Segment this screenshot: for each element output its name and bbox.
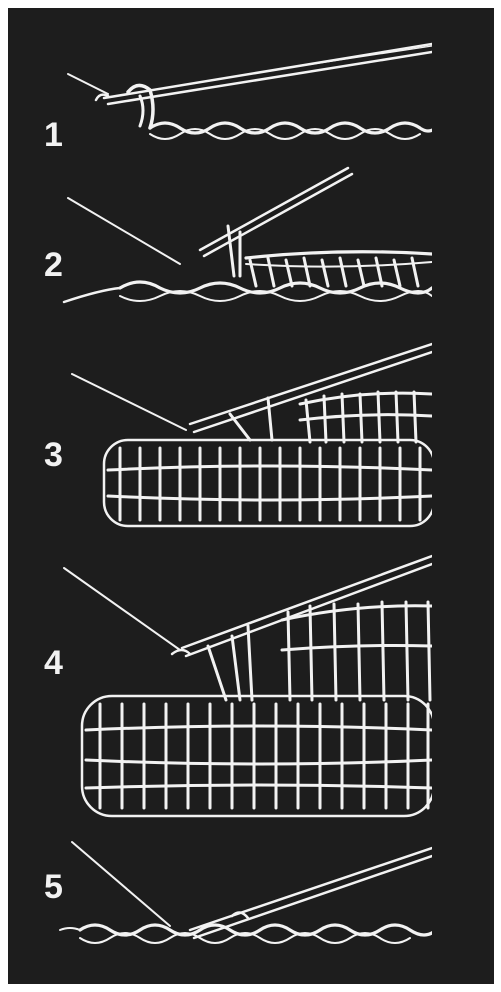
crochet-hook-treble-crochet-icon — [64, 556, 434, 816]
crochet-hook-single-row-icon — [64, 168, 432, 302]
crochet-hook-slip-stitch-icon — [60, 842, 436, 943]
crochet-hook-double-crochet-icon — [72, 344, 434, 526]
crochet-hook-chain-icon — [68, 44, 436, 139]
